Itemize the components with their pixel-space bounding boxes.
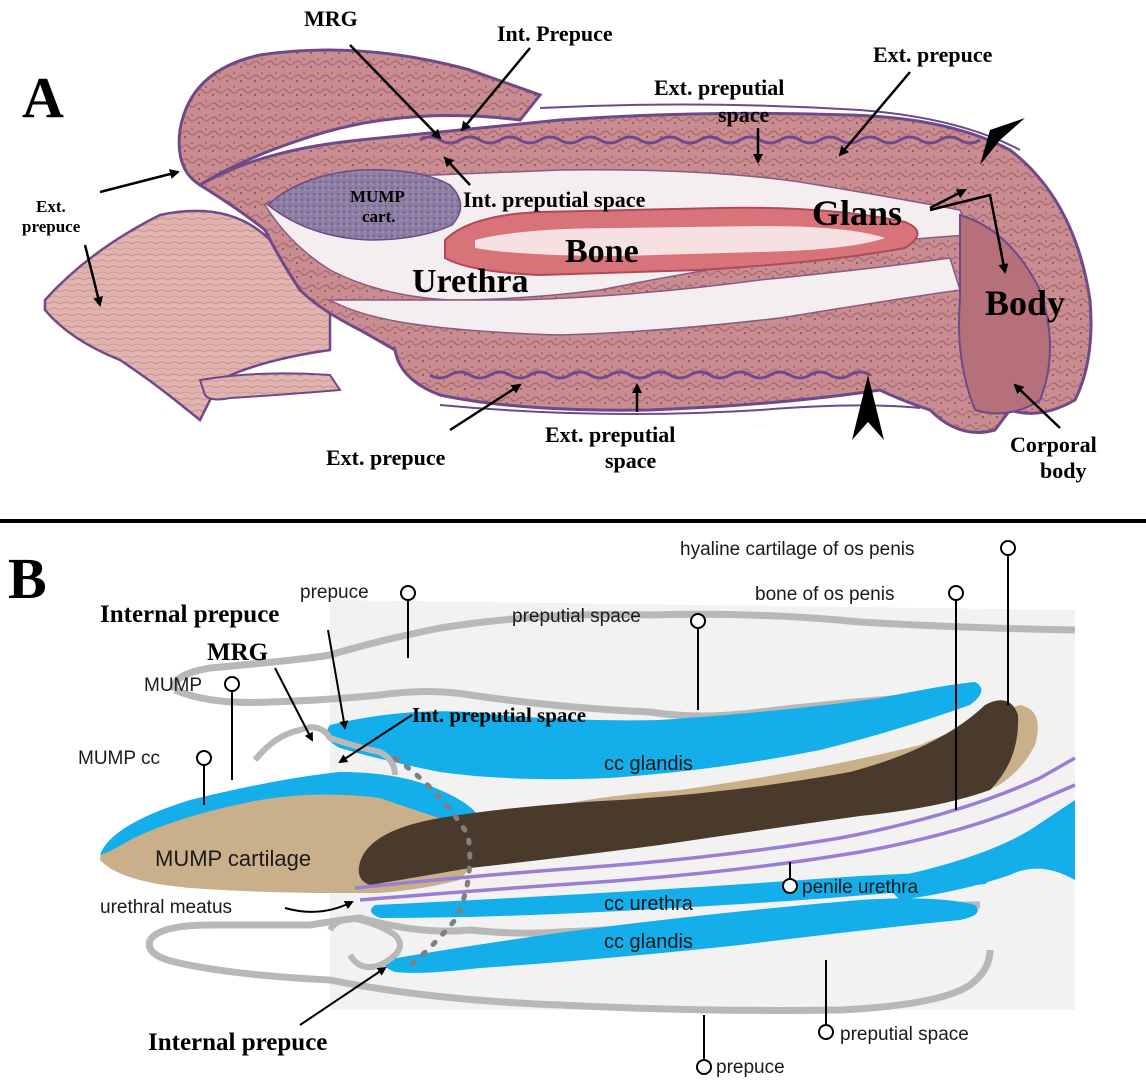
label-ext-prepuce-bottom: Ext. prepuce <box>326 445 446 470</box>
panel-a: A MRG Int. Prepuce Ext. prepuce Ext. pre… <box>22 6 1097 483</box>
label-ext-prepuce-top: Ext. prepuce <box>873 42 993 67</box>
label-cc-glandis-top: cc glandis <box>604 753 693 775</box>
label-mrg-b: MRG <box>207 639 268 666</box>
label-mump-cc: MUMP cc <box>78 748 160 769</box>
panel-b: B hyaline cartilage of os penis prepuce … <box>8 539 1075 1078</box>
label-int-prepuce-a: Int. Prepuce <box>497 21 613 46</box>
label-internal-prepuce-top: Internal prepuce <box>100 601 279 628</box>
label-mump-cart-1: MUMP <box>350 187 405 206</box>
label-prepuce-top: prepuce <box>300 582 369 603</box>
label-bone-of-os-penis: bone of os penis <box>755 584 894 605</box>
label-ext-prepuce-left-2: prepuce <box>22 217 81 236</box>
label-glans: Glans <box>812 193 902 233</box>
label-ext-preputial-space-bottom-2: space <box>605 448 657 473</box>
panel-b-letter: B <box>8 546 47 611</box>
label-urethral-meatus: urethral meatus <box>100 897 232 918</box>
label-int-preputial-space-b: Int. preputial space <box>412 703 586 727</box>
label-bone: Bone <box>565 233 639 270</box>
label-prepuce-bottom: prepuce <box>716 1057 785 1078</box>
label-hyaline-cartilage: hyaline cartilage of os penis <box>680 539 914 560</box>
label-preputial-space-bottom: preputial space <box>840 1024 969 1045</box>
label-mump-cartilage: MUMP cartilage <box>155 846 311 871</box>
label-urethra: Urethra <box>412 263 528 300</box>
label-body: Body <box>985 283 1065 323</box>
label-mrg-a: MRG <box>304 6 358 31</box>
label-ext-preputial-space-top-2: space <box>718 102 770 127</box>
label-int-preputial-space-a: Int. preputial space <box>463 187 646 212</box>
label-ext-preputial-space-top-1: Ext. preputial <box>654 75 784 100</box>
label-penile-urethra: penile urethra <box>802 877 919 898</box>
label-ext-prepuce-left-1: Ext. <box>36 197 66 216</box>
label-cc-urethra: cc urethra <box>604 893 694 915</box>
panel-a-letter: A <box>22 65 64 130</box>
label-mump-cart-2: cart. <box>362 207 396 226</box>
label-preputial-space-top: preputial space <box>512 606 641 627</box>
label-mump: MUMP <box>144 675 202 696</box>
label-cc-glandis-bottom: cc glandis <box>604 931 693 953</box>
label-internal-prepuce-bottom: Internal prepuce <box>148 1029 327 1056</box>
label-ext-preputial-space-bottom-1: Ext. preputial <box>545 422 675 447</box>
label-corporal-body-2: body <box>1040 458 1086 483</box>
label-corporal-body-1: Corporal <box>1010 432 1097 457</box>
